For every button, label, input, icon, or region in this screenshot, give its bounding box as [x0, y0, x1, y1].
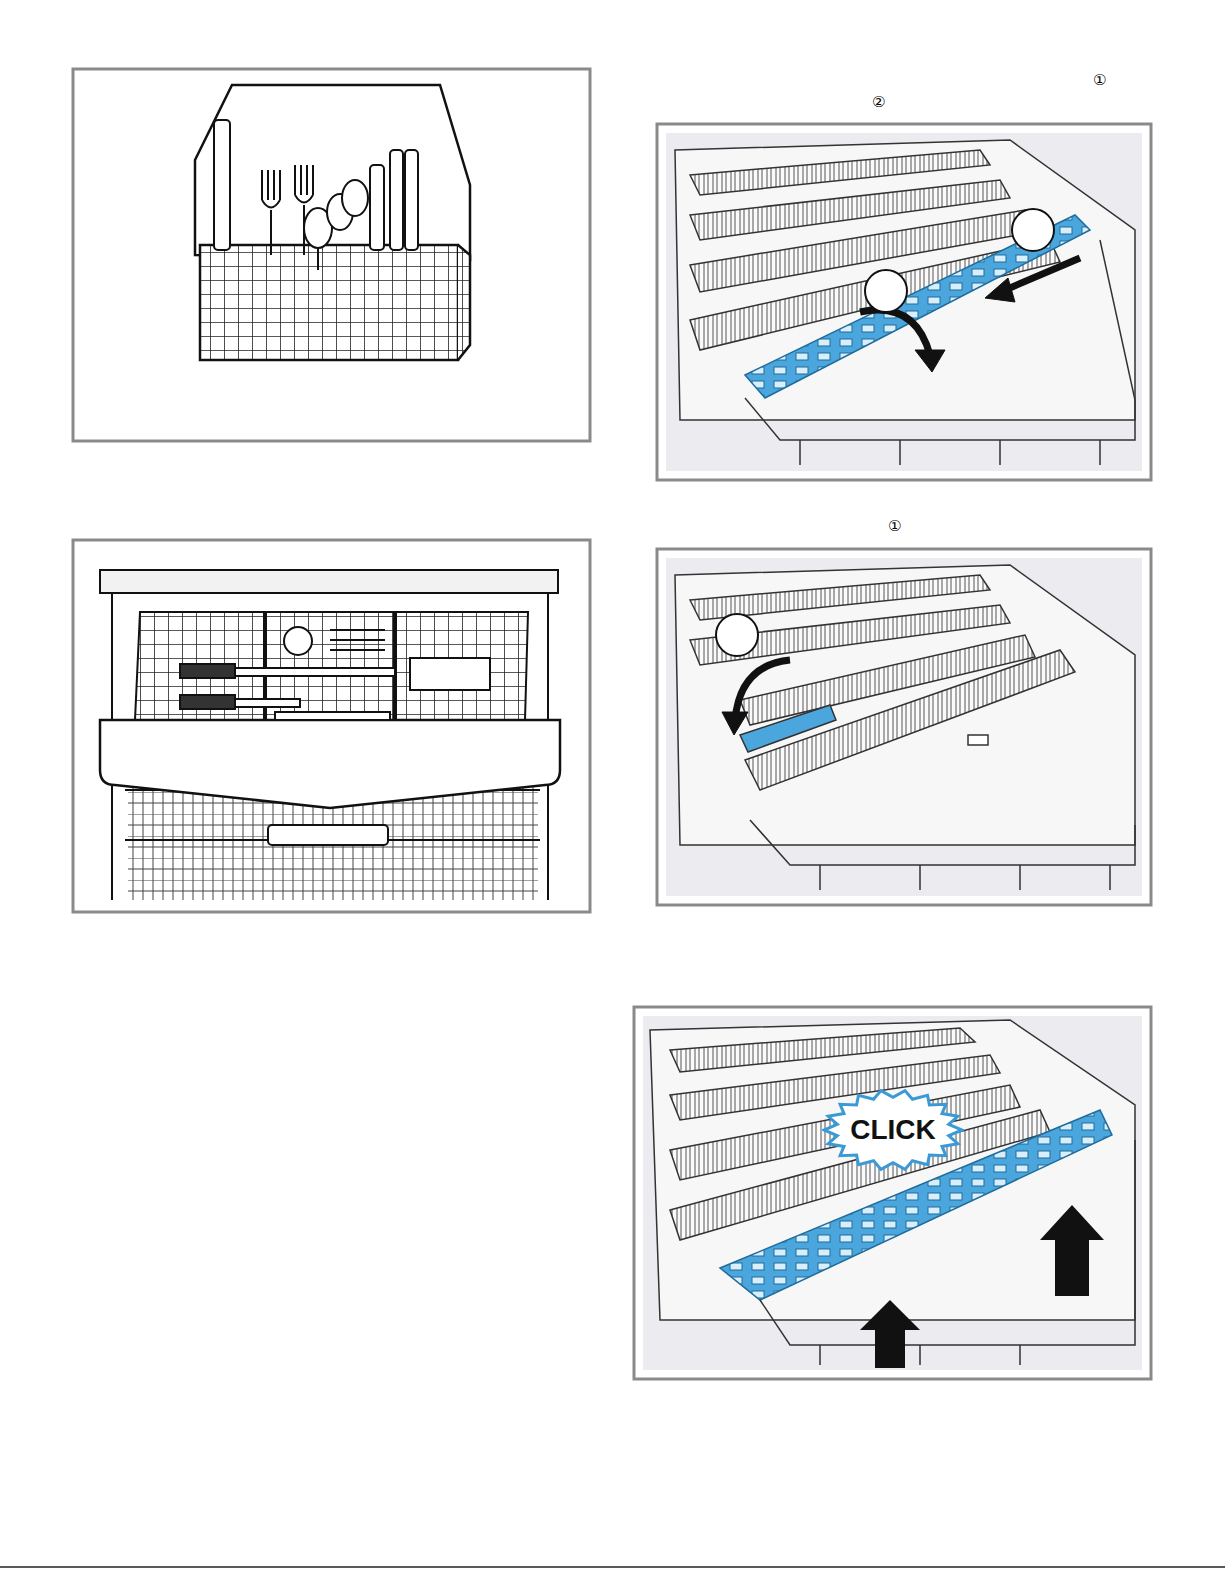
- callout-number: ①: [1093, 73, 1106, 88]
- starburst-callout: CLICK: [822, 1088, 964, 1172]
- callout-number: ①: [888, 519, 901, 534]
- callout-text: CLICK: [850, 1114, 936, 1146]
- callout-number: ②: [872, 95, 885, 110]
